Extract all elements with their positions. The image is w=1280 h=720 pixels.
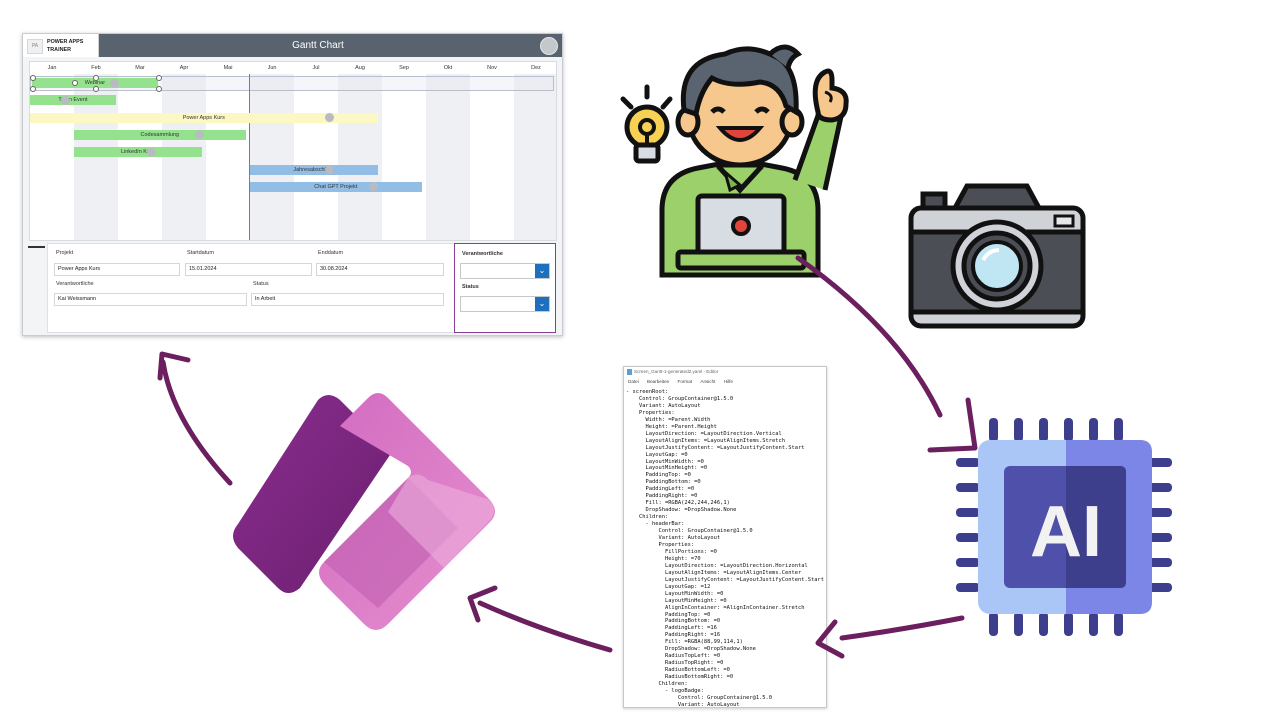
arrow-developer-to-ai (798, 258, 940, 415)
arrow-head (818, 622, 842, 656)
arrow-editor-to-powerapps (480, 603, 610, 650)
arrow-ai-to-editor (842, 618, 962, 638)
arrow-powerapps-to-gantt (163, 362, 230, 483)
